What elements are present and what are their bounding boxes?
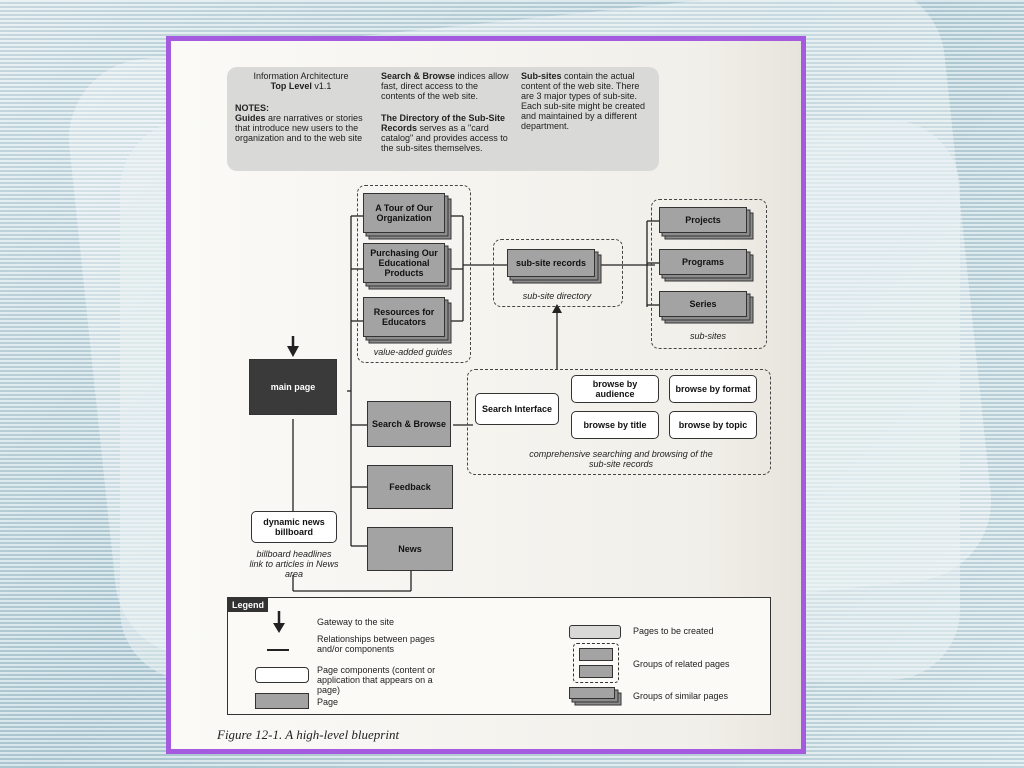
subsite-projects: Projects — [659, 207, 747, 233]
notes-panel — [227, 67, 659, 171]
notes-label: NOTES: — [235, 103, 270, 113]
subsites-note: Sub-sites contain the actual content of … — [521, 71, 646, 131]
figure-caption: Figure 12-1. A high-level blueprint — [217, 727, 400, 742]
main-page: main page — [249, 359, 337, 415]
similar-swatch — [569, 687, 615, 699]
legend-components: Page components (content or application … — [317, 665, 436, 695]
subsites-group — [651, 199, 767, 349]
legend-page: Page — [317, 697, 339, 707]
legend-related: Groups of related pages — [633, 659, 730, 669]
page-swatch — [255, 693, 309, 709]
search-note: Search & Browse indices allow fast, dire… — [381, 71, 509, 101]
sub-site-records: sub-site records — [507, 249, 595, 277]
subsites-caption: sub-sites — [689, 331, 726, 341]
legend-box — [227, 597, 771, 715]
browse-by-audience: browse by audience — [571, 375, 659, 403]
news-page: News — [367, 527, 453, 571]
search-interface: Search Interface — [475, 393, 559, 425]
legend-gateway: Gateway to the site — [317, 617, 395, 627]
book-page: Information Architecture Top Level v1.1 … — [171, 41, 801, 749]
ia-subtitle: Top Level v1.1 — [270, 81, 332, 91]
search-caption: comprehensive searching and browsing of … — [529, 449, 713, 469]
feedback-page: Feedback — [367, 465, 453, 509]
subsite-programs: Programs — [659, 249, 747, 275]
component-swatch — [255, 667, 309, 683]
browse-by-title: browse by title — [571, 411, 659, 439]
guide-tour: A Tour of Our Organization — [363, 193, 445, 233]
search-browse-page: Search & Browse — [367, 401, 451, 447]
directory-caption: sub-site directory — [522, 291, 592, 301]
directory-group — [493, 239, 623, 307]
directory-note: The Directory of the Sub-Site Records se… — [381, 113, 508, 153]
guides-group — [357, 185, 471, 363]
legend-title: Legend — [228, 598, 268, 612]
news-billboard: dynamic news billboard — [251, 511, 337, 543]
guides-caption: value-added guides — [373, 347, 453, 357]
gateway-arrow-icon — [273, 611, 285, 633]
guide-purchasing: Purchasing Our Educational Products — [363, 243, 445, 283]
relationship-line-icon — [267, 649, 289, 651]
billboard-caption: billboard headlines link to articles in … — [249, 549, 339, 579]
slide-frame: Information Architecture Top Level v1.1 … — [166, 36, 806, 754]
browse-by-format: browse by format — [669, 375, 757, 403]
legend-to-be-created: Pages to be created — [633, 626, 714, 636]
browse-by-topic: browse by topic — [669, 411, 757, 439]
guide-resources: Resources for Educators — [363, 297, 445, 337]
legend-relationships: Relationships between pages and/or compo… — [317, 634, 435, 654]
related-swatch-b — [579, 665, 613, 678]
guides-note: Guides are narratives or stories that in… — [235, 113, 363, 143]
search-group — [467, 369, 771, 475]
related-swatch-a — [579, 648, 613, 661]
subsite-series: Series — [659, 291, 747, 317]
ia-title: Information Architecture — [253, 71, 349, 81]
related-swatch-group — [573, 643, 619, 683]
to-be-created-swatch — [569, 625, 621, 639]
legend-similar: Groups of similar pages — [633, 691, 729, 701]
